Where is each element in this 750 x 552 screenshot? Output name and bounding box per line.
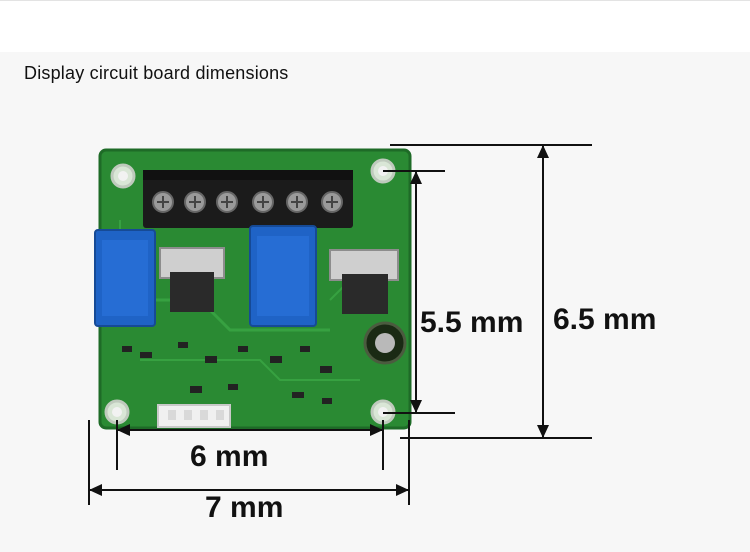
top-strip: [0, 0, 750, 53]
dimension-arrows: [89, 145, 549, 496]
dimension-label-inner-width: 6 mm: [190, 440, 269, 473]
smd-components: [122, 342, 332, 404]
dimension-label-outer-height: 6.5 mm: [553, 303, 657, 336]
header-connector: [157, 404, 231, 428]
terminal-block: [143, 170, 353, 228]
dimension-label-inner-height: 5.5 mm: [420, 306, 524, 339]
capacitor: [363, 321, 407, 365]
relay-right: [249, 225, 317, 327]
dimension-lines: [88, 144, 592, 505]
regulator-left: [159, 247, 225, 312]
dimension-label-outer-width: 7 mm: [205, 491, 284, 524]
regulator-right: [329, 249, 399, 314]
page-title: Display circuit board dimensions: [24, 63, 289, 83]
relay-left: [94, 229, 156, 327]
